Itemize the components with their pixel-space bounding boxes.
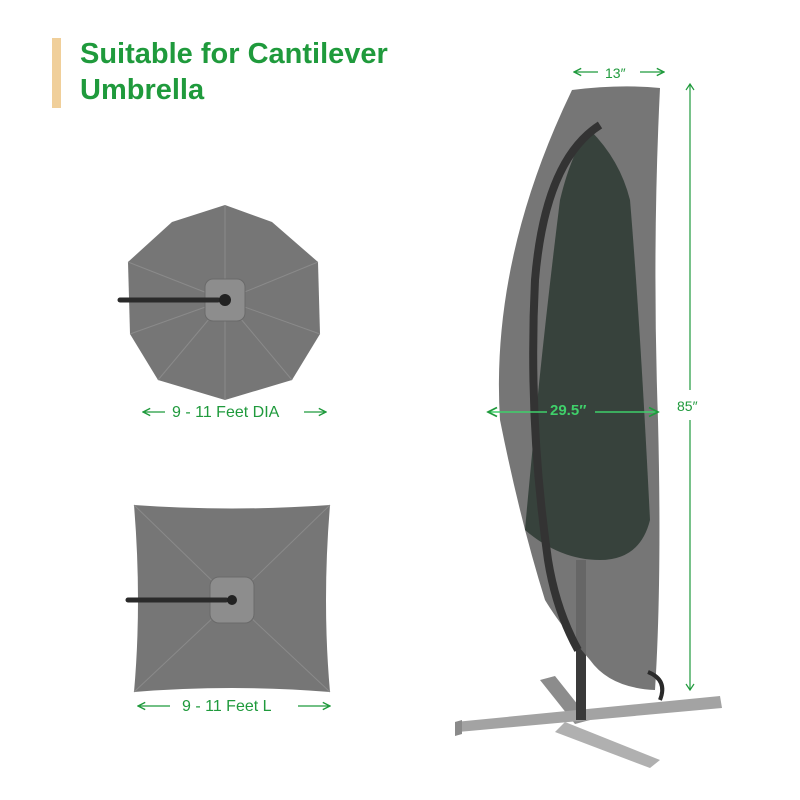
cover-height-label: 85″ — [677, 398, 698, 414]
title-accent-bar — [52, 38, 61, 108]
page-title: Suitable for Cantilever Umbrella — [80, 36, 388, 108]
title-line-2: Umbrella — [80, 74, 205, 106]
round-umbrella-top-view — [117, 205, 321, 400]
cover-middle-width-label: 29.5″ — [550, 402, 587, 419]
square-umbrella-top-view — [125, 504, 331, 693]
round-dimension-label: 9 - 11 Feet DIA — [172, 404, 280, 421]
covered-cantilever-umbrella — [455, 86, 722, 768]
cover-top-width-label: 13″ — [605, 65, 626, 81]
title-line-1: Suitable for Cantilever — [80, 38, 388, 70]
square-dimension-label: 9 - 11 Feet L — [182, 698, 272, 715]
